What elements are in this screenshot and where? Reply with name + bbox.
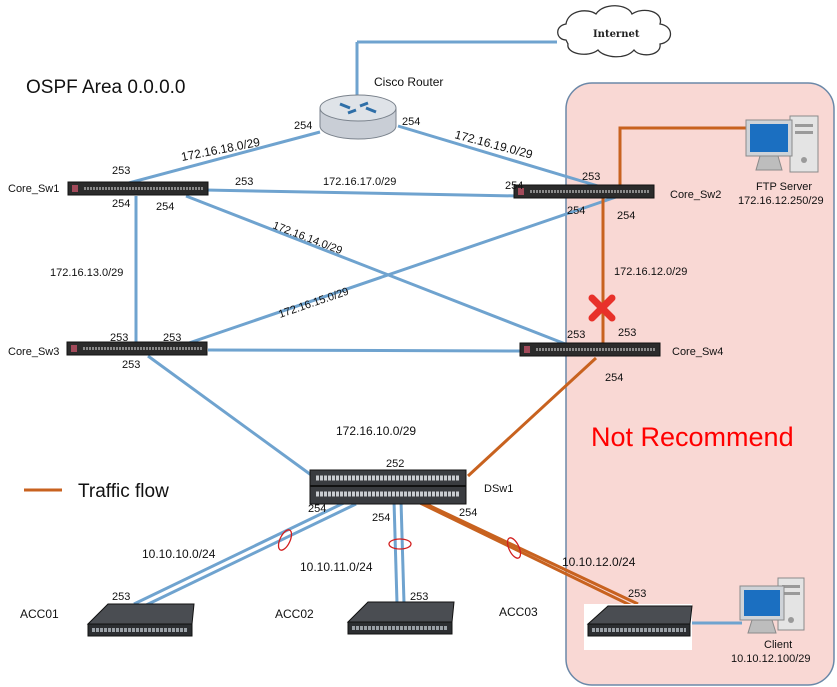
core-sw4-port-c: 254 (605, 372, 623, 384)
core-sw1-port-c: 254 (112, 198, 130, 210)
network-13-label: 172.16.13.0/29 (50, 267, 123, 279)
core-sw2-label: Core_Sw2 (670, 189, 721, 201)
links (124, 40, 742, 625)
link-coresw3-coresw4 (207, 348, 523, 353)
dsw1-port-b: 254 (308, 503, 326, 515)
client-ip: 10.10.12.100/29 (731, 653, 811, 665)
core-sw4-port-a: 253 (567, 329, 585, 341)
acc01-port: 253 (112, 591, 130, 603)
core-sw1-port-d: 254 (156, 201, 174, 213)
link-router-coresw2 (397, 124, 599, 188)
dsw1-port-d: 254 (459, 507, 477, 519)
switch-core-sw3 (66, 341, 208, 356)
dsw1-label: DSw1 (484, 483, 513, 495)
acc1-network-label: 10.10.10.0/24 (142, 547, 216, 561)
core-sw2-port-a: 253 (582, 171, 600, 183)
lag-acc01-icon (277, 529, 293, 551)
router-label: Cisco Router (374, 75, 443, 89)
link-acc01-b (139, 502, 357, 610)
core-sw1-label: Core_Sw1 (8, 183, 59, 195)
network-10-label: 172.16.10.0/29 (336, 424, 416, 438)
ftp-server-ip: 172.16.12.250/29 (738, 195, 824, 207)
link-coresw2-coresw3 (185, 195, 617, 346)
link-coresw1-coresw2 (204, 188, 519, 198)
acc3-network-label: 10.10.12.0/24 (562, 555, 636, 569)
legend-label: Traffic flow (78, 481, 169, 502)
core-sw1-port-a: 253 (112, 165, 130, 177)
switch-acc03 (584, 604, 693, 650)
switch-core-sw4 (519, 342, 661, 357)
internet-cloud-icon (557, 5, 672, 58)
acc03-port: 253 (628, 588, 646, 600)
acc02-port: 253 (410, 591, 428, 603)
traffic-coresw4-dsw1 (466, 356, 598, 478)
acc02-label: ACC02 (275, 607, 314, 621)
traffic-dsw1-acc03-b (425, 502, 639, 606)
area-label: OSPF Area 0.0.0.0 (26, 77, 185, 98)
switch-acc01 (86, 603, 195, 637)
core-sw1-port-b: 253 (235, 176, 253, 188)
traffic-dsw1-acc03-a (417, 500, 633, 608)
acc2-network-label: 10.10.11.0/24 (300, 560, 373, 574)
core-sw4-port-b: 253 (618, 327, 636, 339)
router-port-right: 254 (402, 116, 420, 128)
switch-core-sw2 (513, 184, 655, 199)
traffic-links (417, 126, 748, 608)
ftp-server-computer-icon (745, 115, 819, 173)
network-19-label: 172.16.19.0/29 (453, 127, 534, 161)
ftp-server-name: FTP Server (756, 181, 812, 193)
internet-label: Internet (593, 29, 640, 40)
link-router-coresw1 (124, 130, 321, 186)
core-sw3-port-c: 253 (122, 359, 140, 371)
switch-acc02 (346, 601, 455, 635)
core-sw2-port-d: 254 (617, 210, 635, 222)
link-acc01-a (133, 498, 351, 606)
dsw1-port-a: 252 (386, 458, 404, 470)
acc01-label: ACC01 (20, 607, 59, 621)
client-name: Client (764, 639, 792, 651)
client-computer-icon (739, 577, 805, 634)
traffic-ftp-coresw2 (618, 126, 748, 185)
not-recommend-label: Not Recommend (591, 422, 794, 452)
link-acc02-a (392, 500, 399, 604)
dsw1-port-c: 254 (372, 512, 390, 524)
core-sw2-port-b: 254 (505, 180, 523, 192)
link-coresw1-coresw4 (185, 194, 569, 347)
network-14-label: 172.16.14.0/29 (271, 220, 344, 258)
lag-acc03-icon (506, 537, 522, 559)
router-icon (319, 94, 397, 140)
link-coresw3-dsw1 (147, 354, 319, 482)
core-sw3-port-b: 253 (163, 332, 181, 344)
blocked-link-icon (588, 294, 616, 322)
network-15-label: 172.16.15.0/29 (277, 286, 350, 321)
switch-core-sw1 (67, 181, 209, 196)
acc03-label: ACC03 (499, 605, 538, 619)
link-acc02-b (399, 500, 406, 604)
network-12-label: 172.16.12.0/29 (614, 266, 687, 278)
lag-acc02-icon (388, 538, 412, 550)
switch-dsw1 (309, 469, 467, 505)
core-sw2-port-c: 254 (567, 205, 585, 217)
core-sw4-label: Core_Sw4 (672, 346, 723, 358)
network-17-label: 172.16.17.0/29 (323, 176, 396, 188)
router-port-left: 254 (294, 120, 312, 132)
core-sw3-port-a: 253 (110, 332, 128, 344)
core-sw3-label: Core_Sw3 (8, 346, 59, 358)
